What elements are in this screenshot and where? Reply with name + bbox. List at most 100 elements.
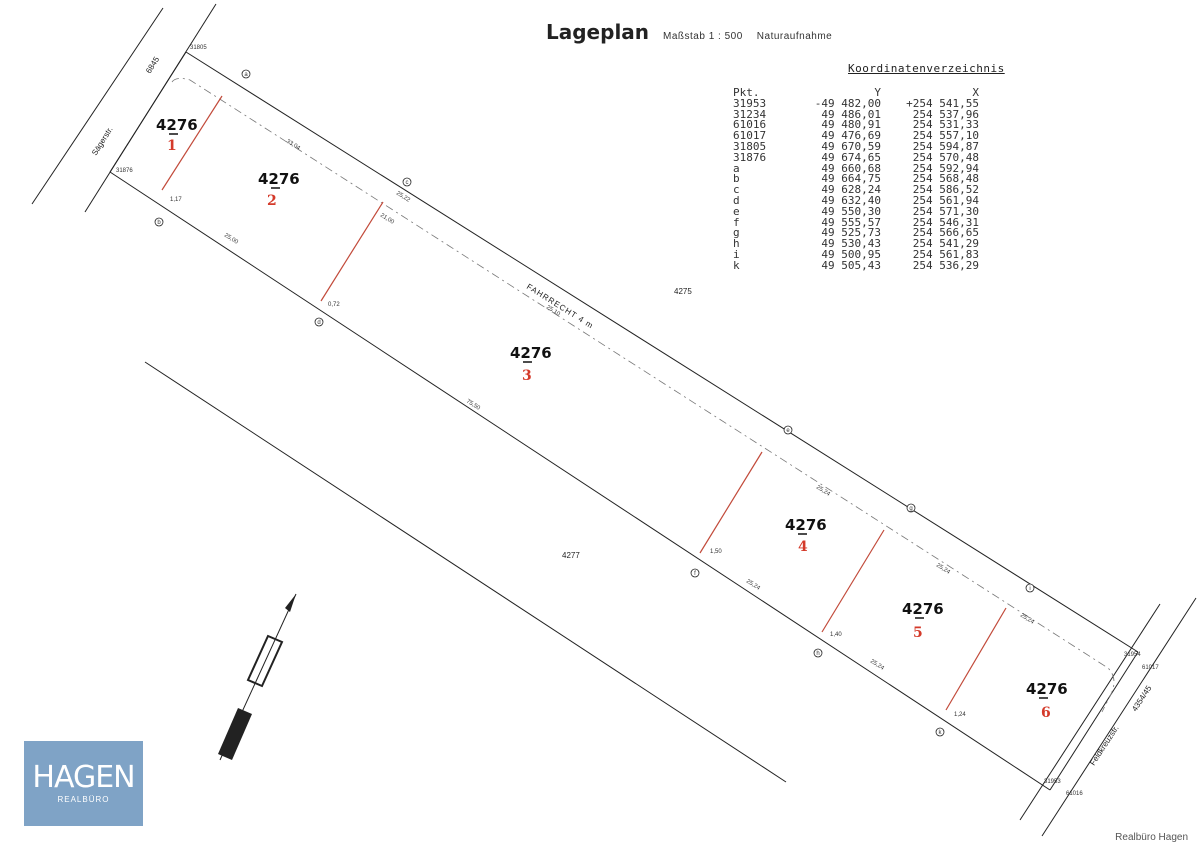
plan-title: Lageplan xyxy=(546,20,650,44)
coordinate-table-heading: Koordinatenverzeichnis xyxy=(848,62,1005,75)
watermark: Realbüro Hagen xyxy=(1115,832,1188,843)
point-letters: a b c d e f g h i k xyxy=(157,72,1030,736)
plan-method: Naturaufnahme xyxy=(756,31,833,42)
north-arrow xyxy=(218,593,297,761)
coordinate-header-point: Pkt. xyxy=(733,86,760,99)
parcel-label-5: 4276 5 xyxy=(902,600,944,641)
parcel-label-2: 4276 2 xyxy=(258,170,300,209)
coordinate-x: 254 568,48 xyxy=(912,172,979,186)
parcel-label-4: 4276 4 xyxy=(785,516,827,555)
parcel-label-3: 4276 3 xyxy=(510,344,552,384)
coordinate-x: 254 541,29 xyxy=(912,237,979,251)
parcel-number: 4276 xyxy=(258,170,300,188)
parcel-number: 4276 xyxy=(785,516,827,534)
coordinate-point: k xyxy=(733,258,740,272)
coordinate-y: 49 550,30 xyxy=(821,204,881,218)
street-right-edge-outer xyxy=(1041,597,1197,837)
street-left-name: Sägerstr. xyxy=(90,125,115,157)
boundary-stone-labels: 31805 31876 31954 61017 31953 61016 xyxy=(116,45,1159,797)
street-right-number: 4354/45 xyxy=(1130,683,1154,713)
division-line-4-5 xyxy=(821,529,885,633)
parcel-boundary-east xyxy=(1049,651,1139,791)
division-line-5-6 xyxy=(945,607,1007,711)
coordinate-y: -49 482,00 xyxy=(814,96,881,110)
coordinate-point: d xyxy=(733,193,740,207)
coordinate-point: 31953 xyxy=(733,96,767,110)
parcel-boundary-west xyxy=(109,51,187,173)
street-left-edge-inner xyxy=(31,7,164,205)
coordinate-y: 49 628,24 xyxy=(821,183,881,197)
coordinate-x: 254 561,83 xyxy=(912,247,979,261)
plan-title-block: Lageplan Maßstab 1 : 500 Naturaufnahme xyxy=(546,20,832,44)
coordinate-point: g xyxy=(733,226,740,240)
coordinate-x: 254 571,30 xyxy=(912,204,979,218)
point-c-label: c xyxy=(406,180,409,186)
street-right-edge-inner xyxy=(1019,603,1161,821)
coordinate-point: 31234 xyxy=(733,107,767,121)
north-arrow-mark-lower xyxy=(218,708,252,760)
measure-label: 25,24 xyxy=(815,485,831,498)
point-h-label: h xyxy=(816,651,819,657)
measure-label: 21,00 xyxy=(379,213,395,226)
parcel-number: 4276 xyxy=(156,116,198,134)
point-b-marker xyxy=(154,217,164,227)
parcel-label-6: 4276 6 xyxy=(1026,680,1068,721)
point-c-marker xyxy=(402,177,412,187)
point-g-marker xyxy=(906,503,916,513)
plan-scale: Maßstab 1 : 500 xyxy=(663,31,743,42)
coordinate-x: 254 557,10 xyxy=(912,129,979,143)
coordinate-table-header: Pkt. Y X xyxy=(733,86,979,99)
coordinate-x: 254 586,52 xyxy=(912,183,979,197)
logo-subtitle: REALBÜRO xyxy=(57,795,110,804)
point-d-label: d xyxy=(317,320,320,326)
coordinate-y: 49 476,69 xyxy=(821,129,881,143)
parcel-number: 4276 xyxy=(510,344,552,362)
measure-label: 75,50 xyxy=(465,399,481,412)
point-g-label: g xyxy=(909,506,912,512)
point-e-marker xyxy=(783,425,793,435)
street-left-number: 6845 xyxy=(144,55,161,75)
coordinate-y: 49 486,01 xyxy=(821,107,881,121)
coordinate-y: 49 525,73 xyxy=(821,226,881,240)
stone-31876-label: 31876 xyxy=(116,168,133,174)
coordinate-x: 254 570,48 xyxy=(912,150,979,164)
coordinate-x: 254 561,94 xyxy=(912,193,979,207)
coordinate-point: 31805 xyxy=(733,139,767,153)
coordinate-x: 254 531,33 xyxy=(912,118,979,132)
point-i-marker xyxy=(1025,583,1035,593)
stone-31953-label: 31953 xyxy=(1044,779,1061,785)
division-line-2-3 xyxy=(320,201,384,302)
measure-label: 25,24 xyxy=(935,563,951,576)
stone-31805-label: 31805 xyxy=(190,45,207,51)
point-d-marker xyxy=(314,317,324,327)
coordinate-x: 254 537,96 xyxy=(912,107,979,121)
coordinate-point: 61016 xyxy=(733,118,767,132)
coordinate-x: 254 592,94 xyxy=(912,161,979,175)
neighbor-parcel-south: 4277 xyxy=(562,551,580,560)
coordinate-point: h xyxy=(733,237,740,251)
point-a-label: a xyxy=(244,72,248,78)
parcel-index: 3 xyxy=(522,368,532,384)
neighbor-boundary-4277 xyxy=(144,361,787,783)
measure-label: 0,72 xyxy=(328,302,340,308)
coordinate-point: f xyxy=(733,215,740,229)
point-markers xyxy=(154,69,1035,737)
parcel-index: 5 xyxy=(913,625,923,641)
coordinate-y: 49 555,57 xyxy=(821,215,881,229)
parcel-index: 2 xyxy=(267,193,277,209)
coordinate-header-x: X xyxy=(972,86,979,99)
coordinate-header-y: Y xyxy=(874,86,881,99)
coordinate-y: 49 480,91 xyxy=(821,118,881,132)
coordinate-point: b xyxy=(733,172,740,186)
coordinate-y: 49 500,95 xyxy=(821,247,881,261)
north-arrow-mark-upper xyxy=(246,634,284,688)
point-a-marker xyxy=(241,69,251,79)
